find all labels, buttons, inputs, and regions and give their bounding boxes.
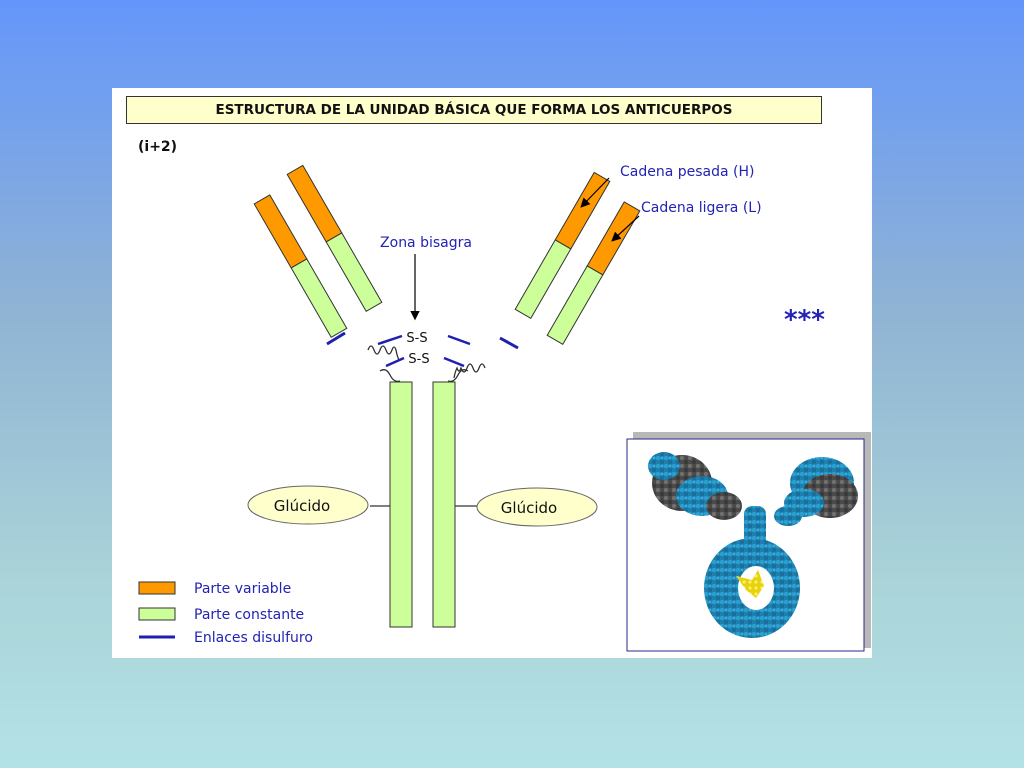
slide-panel: ESTRUCTURA DE LA UNIDAD BÁSICA QUE FORMA… bbox=[112, 88, 872, 658]
right-light-constant bbox=[546, 265, 604, 345]
right-stem-chain bbox=[432, 381, 456, 628]
left-glycan-label: Glúcido bbox=[274, 497, 330, 515]
reference-label: (i+2) bbox=[138, 139, 177, 155]
stars-mark: *** bbox=[784, 305, 825, 335]
molecule-hinge bbox=[744, 506, 766, 546]
left-heavy-variable bbox=[286, 164, 343, 243]
legend-label-constant: Parte constante bbox=[194, 607, 304, 623]
light-chain-label: Cadena ligera (L) bbox=[641, 200, 762, 216]
left-glycan bbox=[247, 485, 369, 525]
left-light-variable bbox=[253, 194, 308, 269]
hinge-disulfide-right-top bbox=[447, 334, 471, 346]
left-stem-chain bbox=[389, 381, 413, 628]
left-stem-connector bbox=[379, 369, 401, 383]
right-glycan bbox=[476, 487, 598, 527]
left-heavy-constant bbox=[325, 232, 383, 312]
heavy-chain-label: Cadena pesada (H) bbox=[620, 164, 755, 180]
right-heavy-variable bbox=[554, 171, 611, 250]
left-light-constant bbox=[290, 258, 348, 338]
left-hl-disulfide bbox=[326, 331, 346, 346]
disulfide-label-bottom: S-S bbox=[408, 352, 429, 367]
hinge-label: Zona bisagra bbox=[380, 235, 472, 251]
hinge-disulfide-right-bottom bbox=[443, 356, 465, 368]
right-heavy-constant bbox=[514, 239, 572, 319]
right-glycan-label: Glúcido bbox=[501, 499, 557, 517]
left-heavy-chain bbox=[286, 164, 383, 312]
legend-label-disulfide: Enlaces disulfuro bbox=[194, 630, 313, 646]
heavy-chain-arrow bbox=[580, 177, 610, 208]
right-light-chain bbox=[546, 201, 641, 345]
right-hinge-coil bbox=[453, 363, 486, 379]
legend-swatch-variable bbox=[138, 581, 176, 595]
right-heavy-chain bbox=[514, 171, 611, 319]
right-hl-disulfide bbox=[499, 336, 519, 350]
page-title: ESTRUCTURA DE LA UNIDAD BÁSICA QUE FORMA… bbox=[215, 102, 733, 118]
molecule-glycan bbox=[736, 570, 764, 598]
title-box: ESTRUCTURA DE LA UNIDAD BÁSICA QUE FORMA… bbox=[126, 96, 822, 124]
antibody-molecule-icon bbox=[648, 452, 858, 638]
light-chain-arrow bbox=[611, 215, 640, 242]
legend: Parte variable Parte constante Enlaces d… bbox=[138, 581, 313, 646]
hinge-disulfide-left-top bbox=[377, 334, 403, 346]
left-light-chain bbox=[253, 194, 348, 338]
left-hinge-coil bbox=[367, 345, 400, 361]
right-light-variable bbox=[586, 201, 641, 276]
disulfide-label-top: S-S bbox=[406, 331, 427, 346]
right-stem-connector bbox=[447, 369, 469, 383]
hinge-disulfide-left-bottom bbox=[385, 356, 405, 368]
inset-molecule-panel bbox=[626, 432, 871, 652]
legend-swatch-constant bbox=[138, 607, 176, 621]
antibody-diagram: (i+2) S-S S- bbox=[138, 139, 871, 652]
legend-label-variable: Parte variable bbox=[194, 581, 291, 597]
